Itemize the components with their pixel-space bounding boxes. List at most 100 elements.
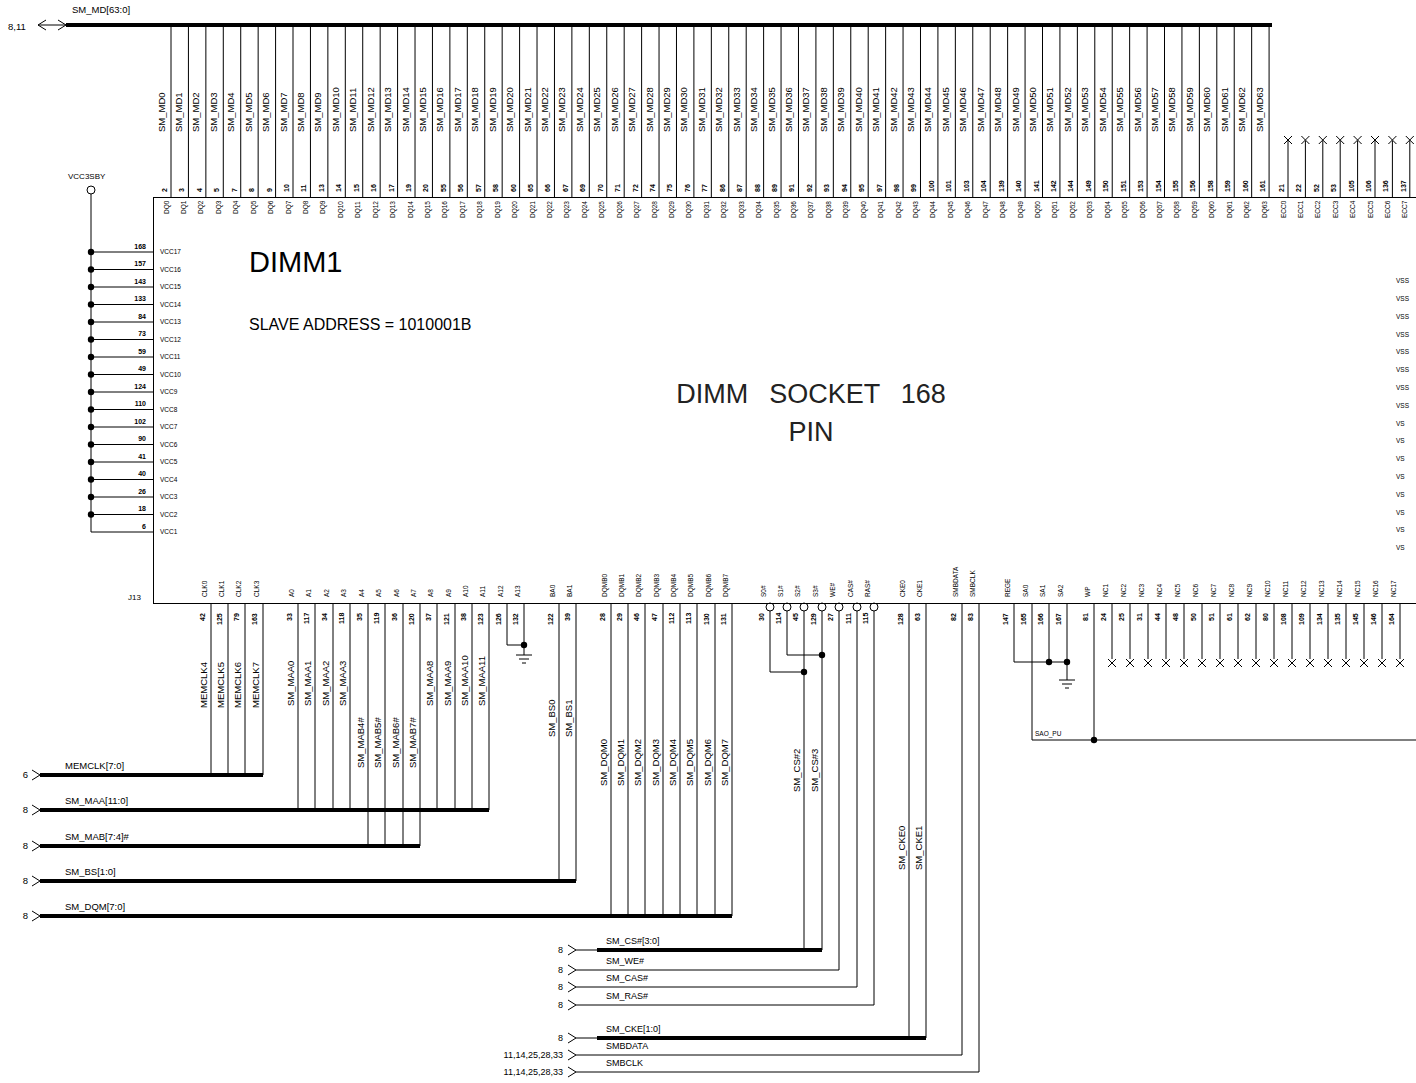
wire <box>804 611 805 950</box>
pin-name: VS <box>1396 509 1405 516</box>
pin-name: DQMB5 <box>687 574 694 597</box>
pin-name: DQ55 <box>1121 201 1128 218</box>
pin-number: 3 <box>178 188 186 192</box>
pin-name: VCC6 <box>160 441 177 448</box>
wire <box>432 25 433 197</box>
wire <box>437 603 438 810</box>
wire <box>955 25 956 197</box>
pin-name: DQMB7 <box>722 574 729 597</box>
wire <box>850 25 851 197</box>
pin-number: 14 <box>335 184 343 192</box>
junction-dot <box>88 249 94 255</box>
pin-number: 158 <box>1207 180 1215 192</box>
net-name: SM_MD12 <box>366 87 377 132</box>
wire <box>1400 603 1401 659</box>
net-name: SM_MD1 <box>174 92 185 132</box>
pin-number: 129 <box>810 613 818 625</box>
wire <box>576 1005 874 1006</box>
pin-number: 27 <box>827 613 835 621</box>
junction-dot <box>1046 659 1052 665</box>
pin-number: 105 <box>1348 180 1356 192</box>
wire <box>245 603 246 775</box>
pin-name: DQ22 <box>546 201 553 218</box>
pin-name: DQ62 <box>1243 201 1250 218</box>
pin-number: 26 <box>138 488 146 496</box>
pin-number: 131 <box>720 613 728 625</box>
pin-number: 6 <box>142 523 146 531</box>
pin-name: VCC17 <box>160 248 181 255</box>
pin-number: 76 <box>684 184 692 192</box>
pin-name: ECC7 <box>1401 201 1408 218</box>
pin-name: DQ0 <box>163 201 170 214</box>
net-name: MEMCLK6 <box>233 662 244 708</box>
net-name: SM_MAA11 <box>477 656 488 706</box>
pin-number: 33 <box>286 613 294 621</box>
net-name: SM_DQM4 <box>668 739 679 786</box>
wire <box>606 25 607 197</box>
no-connect-mark <box>1108 659 1116 667</box>
net-name: SM_MD48 <box>993 87 1004 132</box>
wire <box>711 25 712 197</box>
no-connect-mark <box>1342 659 1350 667</box>
pin-number: 59 <box>138 348 146 356</box>
pin-name: DQ14 <box>407 201 414 218</box>
wire <box>1094 25 1095 197</box>
wire <box>781 25 782 197</box>
no-connect-mark <box>1371 136 1379 144</box>
pin-name: VCC15 <box>160 283 181 290</box>
wire <box>263 603 264 775</box>
wire <box>839 611 840 970</box>
wire <box>1147 25 1148 197</box>
pin-number: 80 <box>1262 613 1270 621</box>
net-name: SM_MD26 <box>610 87 621 132</box>
port-arrow <box>32 876 40 886</box>
sheet-ref: 8 <box>23 841 28 852</box>
no-connect-mark <box>1360 659 1368 667</box>
pin-name: VSS <box>1396 366 1409 373</box>
pin-name: DQ45 <box>947 201 954 218</box>
wire <box>972 25 973 197</box>
pin-name: DQ31 <box>703 201 710 218</box>
pin-name: A10 <box>462 585 469 597</box>
wire <box>91 287 153 288</box>
port-arrow <box>568 1000 576 1010</box>
pin-number: 35 <box>356 613 364 621</box>
pin-name: CLK2 <box>235 581 242 597</box>
junction-dot <box>88 266 94 272</box>
pin-name: DQ57 <box>1156 201 1163 218</box>
wire <box>385 603 386 846</box>
pin-name: DQ52 <box>1069 201 1076 218</box>
net-name: SM_MD41 <box>871 87 882 132</box>
no-connect-mark <box>1216 659 1224 667</box>
pin-name: DQMB4 <box>670 574 677 597</box>
dimm-socket-body: DIMM1SLAVE ADDRESS = 1010001BDIMM SOCKET… <box>153 197 1416 604</box>
net-name: SM_MAA10 <box>460 655 471 706</box>
pin-name: DQ54 <box>1104 201 1111 218</box>
wire <box>693 25 694 197</box>
net-name: SM_MD52 <box>1063 87 1074 132</box>
pin-name: DQMB2 <box>635 574 642 597</box>
wire <box>1288 141 1289 197</box>
net-name: SM_MD36 <box>784 87 795 132</box>
pin-number: 115 <box>862 613 870 624</box>
net-name: SM_MD21 <box>523 87 534 132</box>
bus-name: SMBDATA <box>606 1041 648 1051</box>
pin-name: DQ47 <box>982 201 989 218</box>
wire <box>519 25 520 197</box>
wire <box>1269 25 1270 197</box>
sheet-ref: 8 <box>23 805 28 816</box>
pin-number: 71 <box>614 184 622 192</box>
pin-name: NC10 <box>1264 580 1271 597</box>
pin-number: 168 <box>134 243 146 251</box>
pin-number: 108 <box>1280 613 1288 625</box>
pin-name: ECC4 <box>1349 201 1356 218</box>
wire <box>368 603 369 846</box>
bus-name: SM_CS#[3:0] <box>606 936 660 946</box>
net-name: SM_MD47 <box>976 87 987 132</box>
pin-name: NC3 <box>1138 584 1145 597</box>
pin-number: 139 <box>998 180 1006 192</box>
wire <box>770 611 771 672</box>
pin-name: A9 <box>445 589 452 597</box>
no-connect-mark <box>1324 659 1332 667</box>
pin-name: A11 <box>479 586 486 597</box>
